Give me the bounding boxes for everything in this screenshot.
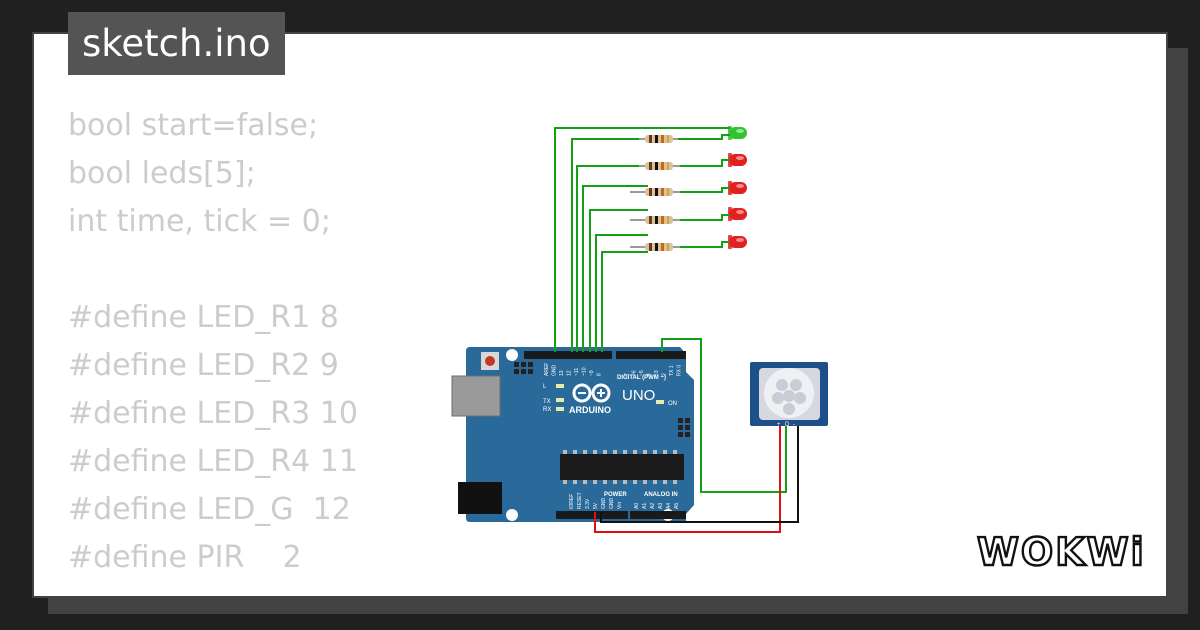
led-green[interactable] [728, 126, 747, 140]
pin-label: ~5 [639, 370, 645, 376]
led-group [728, 126, 747, 249]
on-led-label: ON [668, 401, 677, 407]
pin-label: Vin [617, 502, 623, 509]
pin-label: 5V [593, 502, 599, 509]
pin-label: 12 [567, 370, 573, 376]
power-label: POWER [604, 492, 627, 498]
pir-motion-sensor[interactable]: + D- [750, 362, 828, 428]
code-preview: bool start=false; bool leds[5]; int time, … [68, 102, 358, 582]
resistor[interactable] [630, 162, 688, 170]
pin-label: 8 [597, 373, 603, 376]
analog-in-label: ANALOG IN [644, 492, 678, 498]
power-jack [458, 482, 502, 514]
pin-label: ~3 [654, 370, 660, 376]
board-model-text: UNO [622, 387, 655, 404]
board-led-labels: L TX RX [543, 384, 551, 413]
pin-label: A3 [658, 503, 664, 509]
code-line: #define LED_R3 10 [68, 396, 358, 431]
usb-port [451, 375, 501, 417]
led-red[interactable] [728, 207, 747, 221]
pin-label: RX [543, 407, 551, 413]
code-line: #define LED_R1 8 [68, 300, 339, 335]
signal-wires[interactable] [554, 127, 787, 493]
pin-label: A1 [642, 503, 648, 509]
arduino-infinity-logo [572, 383, 611, 403]
pin-label: RX 0 [677, 365, 683, 376]
code-line: #define LED_G 12 [68, 492, 351, 527]
pin-label: GND [601, 498, 607, 510]
microcontroller-chip [560, 454, 684, 480]
code-line: #define PIR 2 [68, 540, 302, 575]
pin-label: 3.3V [585, 498, 591, 509]
pin-label: - [793, 422, 795, 428]
pin-label: GND [609, 498, 615, 510]
pin-label: ~6 [632, 370, 638, 376]
pin-label: A2 [650, 503, 656, 509]
power-wire[interactable] [594, 426, 781, 533]
pin-label: 13 [559, 370, 565, 376]
arduino-uno-board[interactable]: UNO ARDUINO DIGITAL (PWM ~) POWER ANALOG… [451, 347, 694, 522]
pin-label: ~9 [589, 370, 595, 376]
pin-label: IOREF [569, 494, 575, 509]
pin-label: A0 [634, 503, 640, 509]
power-header[interactable] [556, 511, 628, 519]
digital-pwm-label: DIGITAL (PWM ~) [617, 375, 666, 381]
led-red[interactable] [728, 181, 747, 195]
board-brand-text: ARDUINO [569, 405, 611, 415]
ground-wire[interactable] [600, 426, 799, 523]
resistor-group [630, 135, 688, 251]
resistor[interactable] [630, 188, 688, 196]
code-line: #define LED_R2 9 [68, 348, 339, 383]
pin-label: 2 [662, 373, 668, 376]
pin-label: TX 1 [669, 365, 675, 376]
code-line: bool leds[5]; [68, 156, 256, 191]
pin-label: A4 [666, 503, 672, 509]
led-red[interactable] [728, 235, 747, 249]
resistor[interactable] [630, 216, 688, 224]
analog-header[interactable] [630, 511, 686, 519]
code-line: int time, tick = 0; [68, 204, 331, 239]
code-line: bool start=false; [68, 108, 319, 143]
pin-label: GND [552, 365, 558, 377]
pin-label: + [777, 422, 781, 428]
pin-label: 4 [647, 373, 653, 376]
sketch-filename-tab[interactable]: sketch.ino [68, 12, 285, 75]
svg-text:WOKWi: WOKWi [977, 530, 1146, 574]
led-red[interactable] [728, 153, 747, 167]
resistor[interactable] [630, 243, 688, 251]
pin-label: RESET [577, 492, 583, 509]
pin-label: ~11 [574, 368, 580, 376]
pin-label: D [785, 422, 790, 428]
pin-label: TX [543, 399, 551, 405]
wokwi-logo: WOKWi [976, 529, 1146, 575]
pir-pin-labels: + D- [777, 422, 795, 428]
pin-label: A5 [674, 503, 680, 509]
pin-label: L [543, 384, 547, 390]
pin-label: AREF [544, 363, 550, 376]
code-line: #define LED_R4 11 [68, 444, 358, 479]
digital-header[interactable] [524, 351, 612, 359]
pin-label: ~10 [582, 367, 588, 376]
pin-label: 7 [624, 373, 630, 376]
